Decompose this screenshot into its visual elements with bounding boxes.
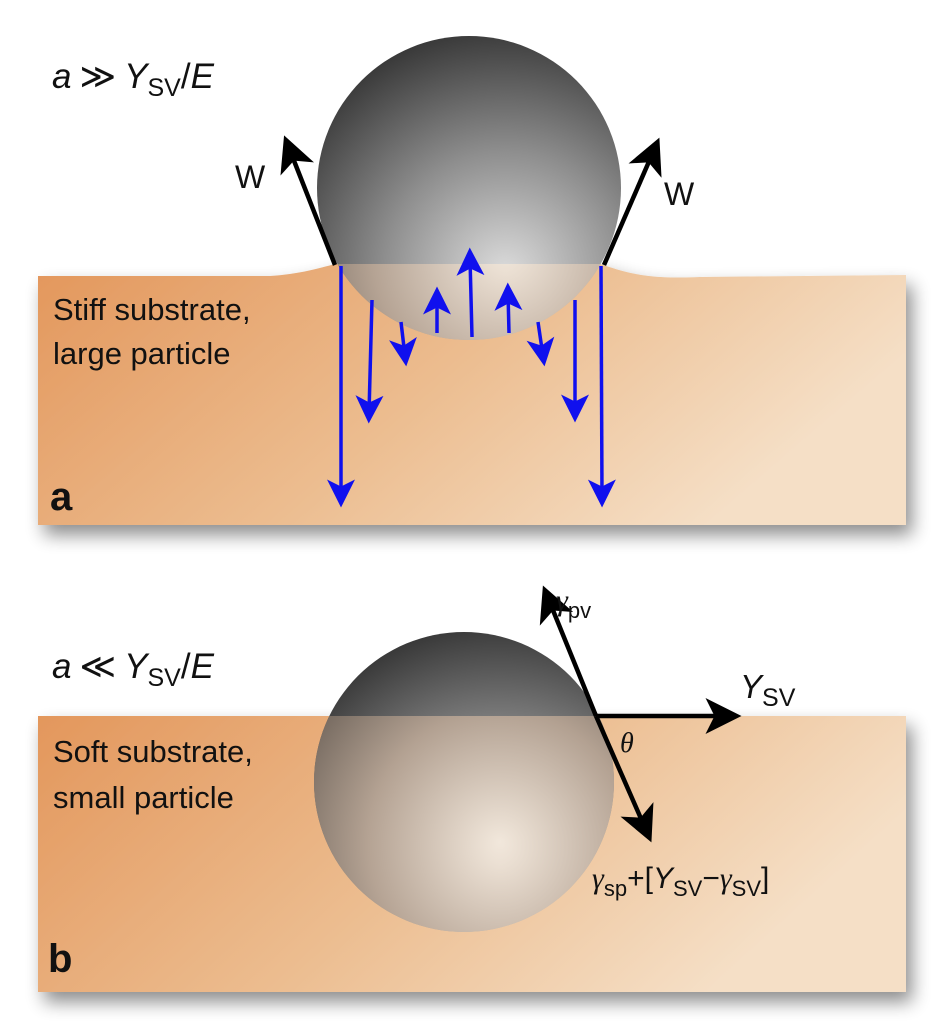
substrate-label-a-line1: Stiff substrate, (53, 292, 251, 327)
gamma-sp-label: γsp+[YSV−γSV] (592, 862, 769, 901)
small-particle-embedded (314, 716, 614, 932)
substrate-label-b-line2: small particle (53, 780, 234, 815)
condition-b: a≪YSV/E (52, 647, 215, 692)
force-w-right-label: W (664, 176, 695, 212)
force-w-right-arrow (601, 137, 662, 266)
gamma-sp-arrow (593, 715, 654, 843)
substrate-label-a-line2: large particle (53, 336, 230, 371)
condition-a: a≫YSV/E (52, 57, 215, 102)
theta-label: θ (620, 728, 634, 759)
stress-arrow-mid-left (355, 299, 384, 424)
stiff-substrate (38, 264, 906, 525)
panel-letter-a: a (50, 475, 73, 519)
stress-arrow-up-center (456, 247, 485, 338)
panel-b: a≪YSV/E γpv YSV θ Soft substrate, small … (38, 584, 906, 992)
stress-arrow-inner-left (389, 321, 417, 367)
force-w-left-arrow (280, 135, 338, 266)
stress-arrow-outer-right (587, 265, 616, 508)
panel-letter-b: b (48, 937, 72, 981)
y-sv-label: YSV (740, 668, 796, 712)
stress-arrow-up-right (494, 282, 523, 334)
force-w-left-label: W (235, 159, 266, 195)
gamma-pv-arrow (539, 585, 599, 717)
stress-arrows (327, 247, 616, 508)
gamma-pv-label: γpv (556, 584, 591, 623)
stress-arrow-inner-right (526, 321, 555, 367)
substrate-label-b-line1: Soft substrate, (53, 734, 253, 769)
panel-a: a≫YSV/E W W Stiff substrate, large parti… (38, 36, 906, 525)
